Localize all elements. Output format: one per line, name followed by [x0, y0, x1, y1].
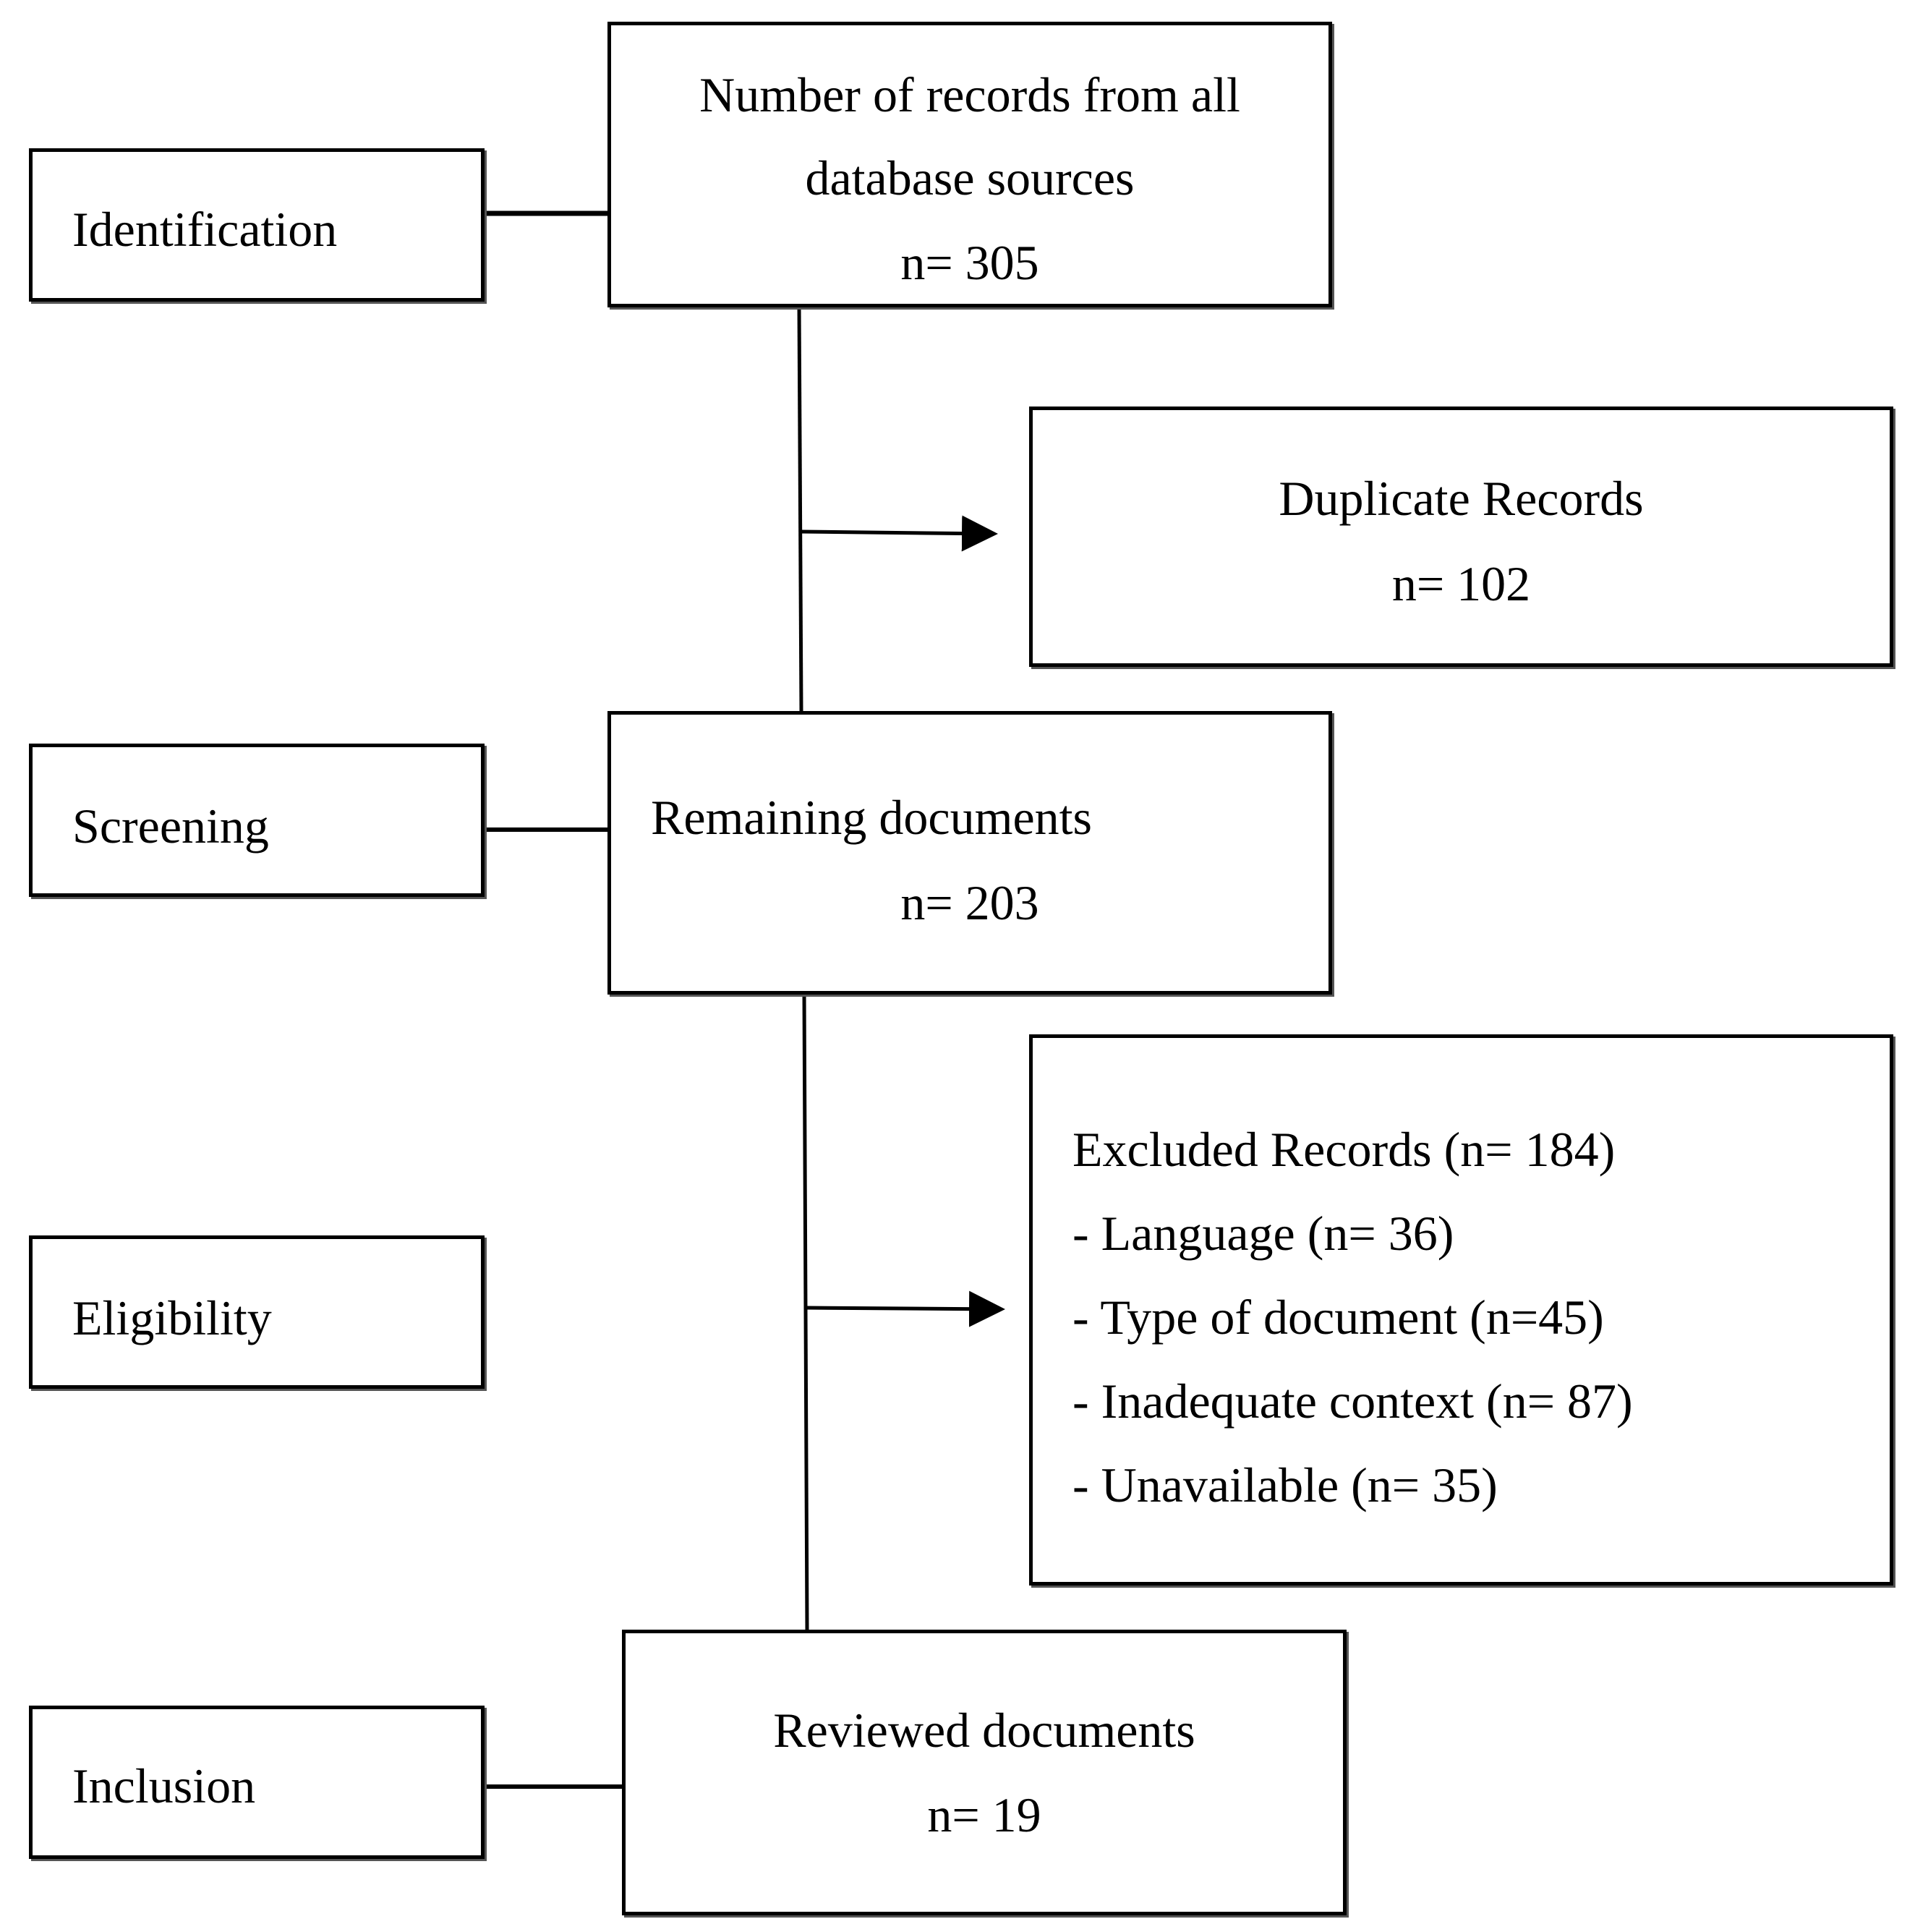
remaining-to-reviewed-line: [802, 992, 809, 1630]
records-to-remaining-line: [797, 305, 803, 712]
remaining-documents-title: Remaining documents: [651, 790, 1093, 845]
stage-inclusion: Inclusion: [29, 1706, 485, 1859]
remaining-documents-box: Remaining documents n= 203: [607, 711, 1332, 995]
excluded-records-title: Excluded Records (n= 184): [1072, 1122, 1616, 1177]
duplicates-arrow: [801, 515, 998, 552]
excluded-arrow: [806, 1290, 1005, 1327]
excluded-item-type-of-document: - Type of document (n=45): [1072, 1290, 1604, 1345]
excluded-item-language: - Language (n= 36): [1072, 1206, 1454, 1261]
stage-screening: Screening: [29, 744, 485, 897]
duplicate-records-title: Duplicate Records: [1279, 471, 1644, 526]
reviewed-documents-count: n= 19: [927, 1787, 1041, 1842]
stage-eligibility: Eligibility: [29, 1235, 485, 1389]
stage-screening-label: Screening: [72, 799, 269, 854]
records-identified-line1: Number of records from all: [699, 67, 1240, 122]
excluded-records-box: Excluded Records (n= 184) - Language (n=…: [1029, 1034, 1893, 1586]
excluded-item-inadequate-context: - Inadequate context (n= 87): [1072, 1374, 1633, 1429]
duplicate-records-box: Duplicate Records n= 102: [1029, 407, 1893, 667]
records-identified-count: n= 305: [900, 235, 1039, 290]
remaining-documents-count: n= 203: [900, 875, 1039, 930]
stage-identification-label: Identification: [72, 202, 338, 257]
excluded-item-unavailable: - Unavailable (n= 35): [1072, 1457, 1498, 1512]
stage-eligibility-label: Eligibility: [72, 1290, 272, 1345]
reviewed-documents-title: Reviewed documents: [773, 1703, 1195, 1758]
duplicate-records-count: n= 102: [1391, 556, 1531, 611]
records-identified-box: Number of records from all database sour…: [607, 22, 1332, 307]
records-identified-line2: database sources: [805, 150, 1135, 205]
stage-inclusion-label: Inclusion: [72, 1758, 256, 1813]
stage-identification: Identification: [29, 148, 485, 302]
reviewed-documents-box: Reviewed documents n= 19: [622, 1630, 1347, 1915]
